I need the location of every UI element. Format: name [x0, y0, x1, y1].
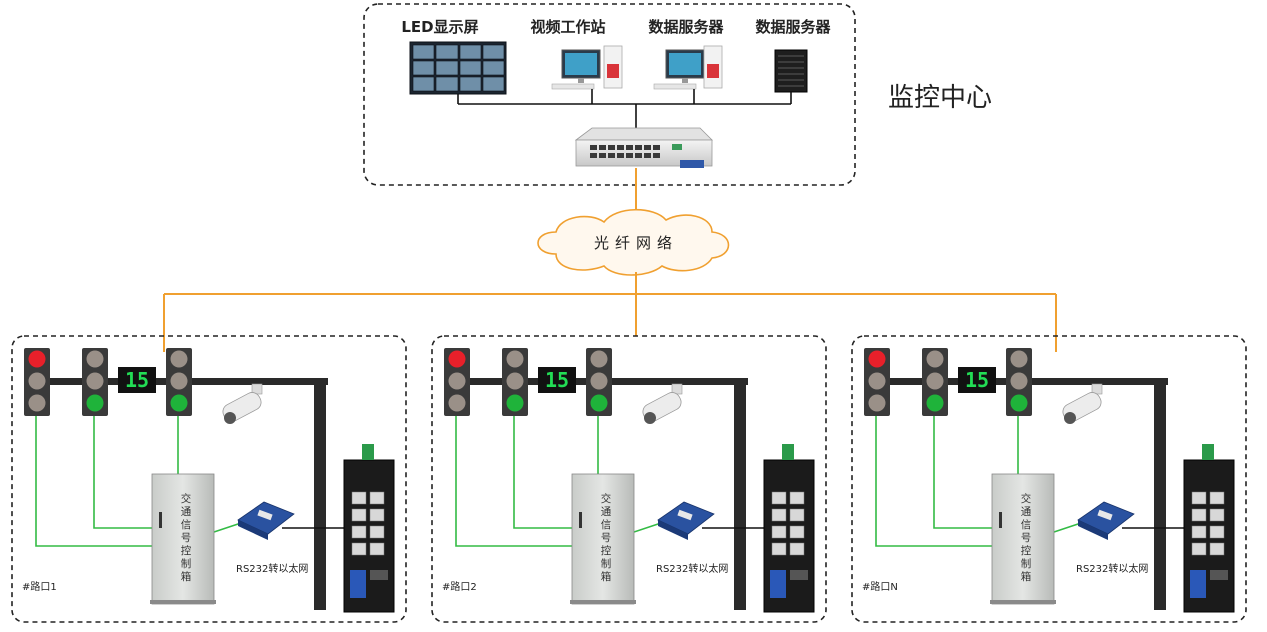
- lamp: [1010, 372, 1028, 390]
- signal-cabinet: 交通信号控制箱: [570, 473, 636, 605]
- monitor-center-title: 监控中心: [888, 83, 992, 113]
- device-label-workstation: 视频工作站: [530, 18, 605, 36]
- traffic-light-green-1: [502, 348, 528, 416]
- intersection-n: 15 交通信号控制箱 RS232转以太网 #路口N: [851, 335, 1247, 623]
- traffic-light-red: [864, 348, 890, 416]
- signal-pole: [1154, 378, 1166, 610]
- lamp: [926, 350, 944, 368]
- cabinet-label: 交通信号控制箱: [181, 492, 192, 583]
- lamp: [28, 350, 46, 368]
- intersection-frame: [431, 335, 827, 623]
- industrial-switch-icon: [343, 444, 395, 613]
- lamp: [868, 394, 886, 412]
- cloud-shape: [537, 209, 730, 276]
- camera-icon: [1062, 383, 1103, 424]
- intersection-label: #路口N: [862, 580, 898, 593]
- converter-label: RS232转以太网: [1076, 562, 1148, 575]
- fiber-distribution: [163, 272, 1057, 352]
- lamp: [448, 350, 466, 368]
- converter-label: RS232转以太网: [236, 562, 308, 575]
- lamp: [590, 394, 608, 412]
- camera-icon: [222, 383, 263, 424]
- countdown-display: [958, 367, 996, 393]
- lamp: [170, 372, 188, 390]
- traffic-light-green-1: [922, 348, 948, 416]
- countdown-display: [118, 367, 156, 393]
- lamp: [506, 350, 524, 368]
- lamp: [86, 394, 104, 412]
- rs232-converter-icon: [1077, 501, 1184, 540]
- industrial-switch-icon: [1183, 444, 1235, 613]
- traffic-light-red: [444, 348, 470, 416]
- lamp: [86, 350, 104, 368]
- traffic-light-green-2: [166, 348, 192, 416]
- traffic-light-green-1: [82, 348, 108, 416]
- lamp: [506, 372, 524, 390]
- core-switch-icon: [574, 127, 713, 168]
- lamp: [590, 372, 608, 390]
- lamp: [448, 394, 466, 412]
- rs232-converter-icon: [237, 501, 344, 540]
- intersection-frame: [11, 335, 407, 623]
- center-connections: [457, 89, 792, 130]
- signal-cabinet: 交通信号控制箱: [150, 473, 216, 605]
- intersection-1: 15 交通信号控制箱 RS232转以太网 #路口1: [11, 335, 407, 623]
- lamp: [1010, 394, 1028, 412]
- industrial-switch-icon: [763, 444, 815, 613]
- traffic-light-green-2: [1006, 348, 1032, 416]
- signal-pole: [734, 378, 746, 610]
- lamp: [590, 350, 608, 368]
- lamp: [170, 394, 188, 412]
- led-wall-icon: [409, 41, 507, 95]
- intersection-label: #路口1: [22, 580, 57, 593]
- lamp: [506, 394, 524, 412]
- countdown-display: [538, 367, 576, 393]
- traffic-light-red: [24, 348, 50, 416]
- rack-server-icon: [774, 49, 808, 93]
- camera-icon: [642, 383, 683, 424]
- network-label: 光纤网络: [594, 234, 678, 252]
- device-label-server-1: 数据服务器: [648, 18, 724, 36]
- device-label-server-2: 数据服务器: [755, 18, 831, 36]
- countdown-value: 15: [545, 368, 569, 392]
- lamp: [28, 394, 46, 412]
- countdown-value: 15: [965, 368, 989, 392]
- lamp: [28, 372, 46, 390]
- device-label-led: LED显示屏: [401, 18, 478, 36]
- monitor-center-frame: [363, 3, 856, 186]
- lamp: [1010, 350, 1028, 368]
- signal-cabinet: 交通信号控制箱: [990, 473, 1056, 605]
- intersection-2: 15 交通信号控制箱 RS232转以太网 #路口2: [431, 335, 827, 623]
- lamp: [170, 350, 188, 368]
- data-server-desktop-icon: [653, 45, 723, 90]
- intersection-label: #路口2: [442, 580, 477, 593]
- lamp: [448, 372, 466, 390]
- rs232-converter-icon: [657, 501, 764, 540]
- cabinet-label: 交通信号控制箱: [1021, 492, 1032, 583]
- traffic-light-green-2: [586, 348, 612, 416]
- lamp: [868, 350, 886, 368]
- intersection-frame: [851, 335, 1247, 623]
- monitor-center: LED显示屏 视频工作站 数据服务器 数据服务器: [363, 3, 992, 186]
- workstation-icon: [551, 45, 623, 90]
- control-wires: [875, 416, 1085, 547]
- cabinet-label: 交通信号控制箱: [601, 492, 612, 583]
- converter-label: RS232转以太网: [656, 562, 728, 575]
- signal-pole: [314, 378, 326, 610]
- lamp: [868, 372, 886, 390]
- fiber-network: 光纤网络: [163, 168, 1057, 352]
- lamp: [86, 372, 104, 390]
- lamp: [926, 372, 944, 390]
- countdown-value: 15: [125, 368, 149, 392]
- lamp: [926, 394, 944, 412]
